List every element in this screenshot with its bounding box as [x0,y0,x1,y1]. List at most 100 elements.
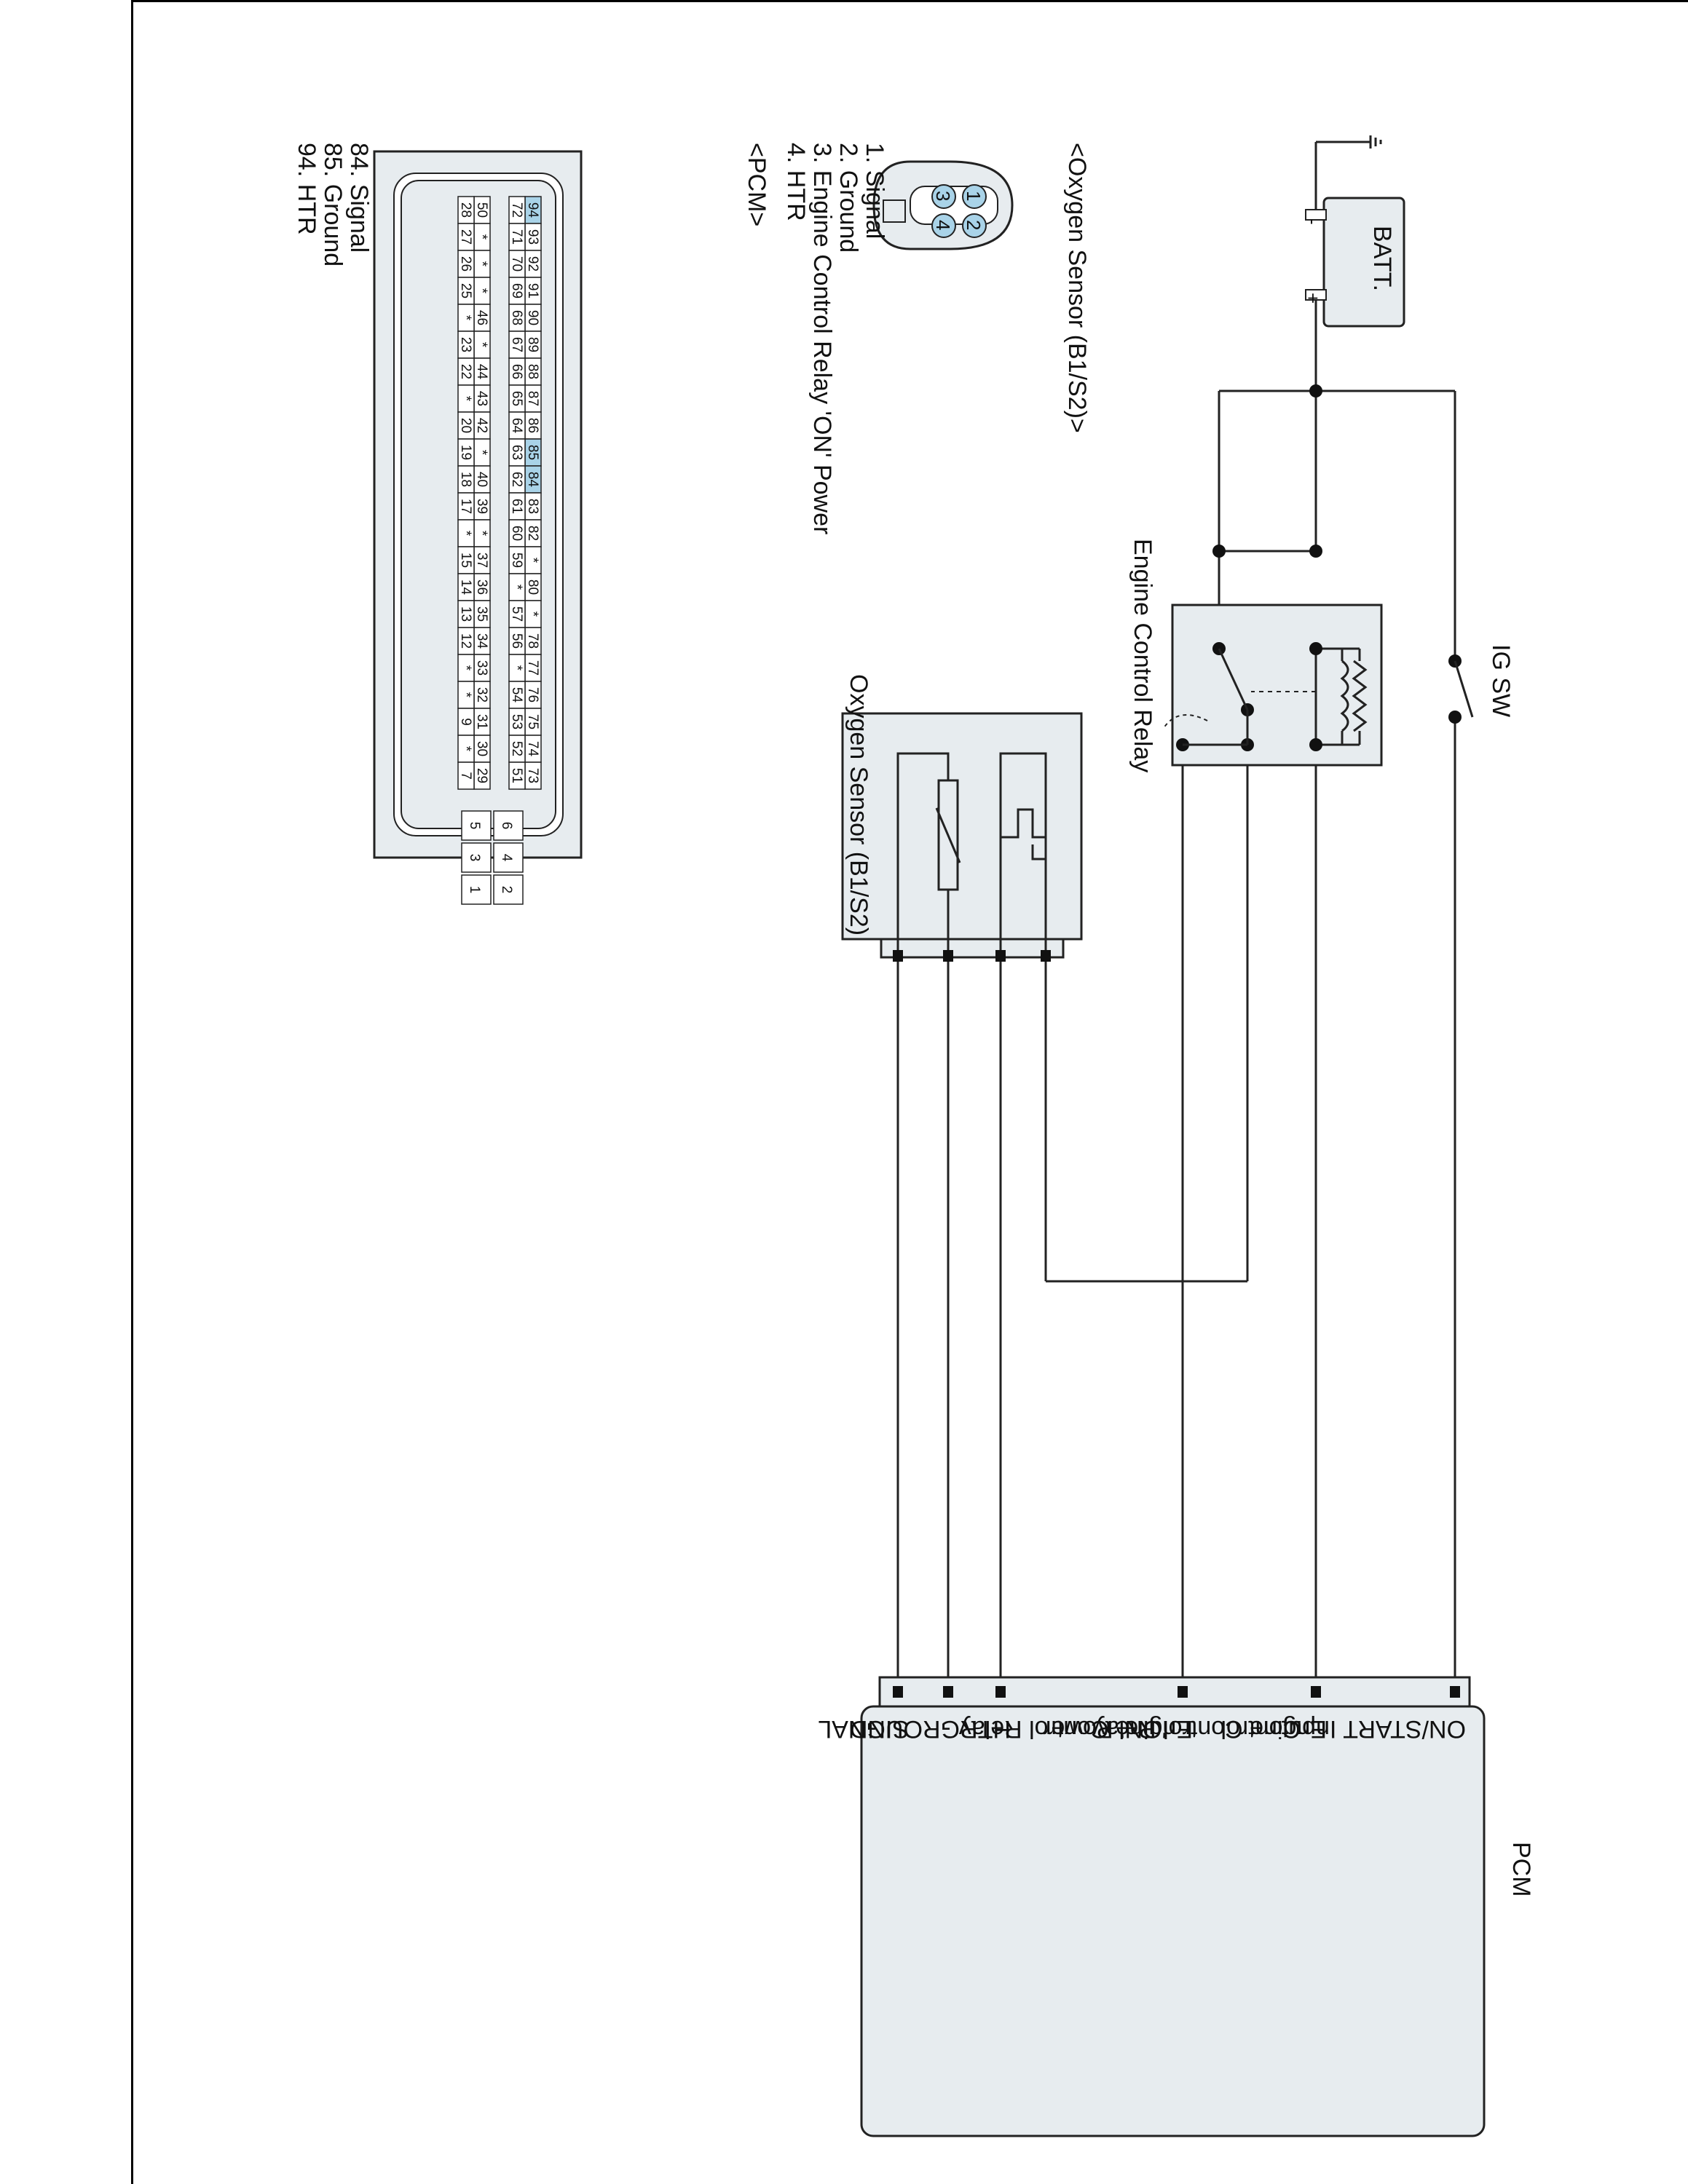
pcm-pin-label: 36 [474,579,489,595]
pcm-pin-label: * [458,396,473,402]
pcm-pin-label: 94 [525,202,540,218]
pcm-input-relay-on-2: 'ON' Power [1043,1715,1167,1743]
pcm-pin-label: 34 [474,633,489,649]
pcm-input-labels: ON/START Input Engine Control Relay Cont… [818,1715,1466,1743]
pcm-side-pin-cell [493,874,524,905]
pcm-pin-grid: 94939291908988878685848382*80*7877767574… [457,196,542,905]
junction-dot [1309,545,1322,558]
pcm-side-pin-label: 2 [499,886,514,894]
oxygen-legend-2: 2. Ground [835,143,862,253]
oxygen-legend-4: 4. HTR [782,143,810,221]
pcm-pin-label: * [458,531,473,537]
pcm-input-on-start: ON/START Input [1281,1715,1466,1743]
oxygen-legend-3: 3. Engine Control Relay 'ON' Power [808,143,836,534]
pcm-pin-label: * [474,450,489,456]
engine-control-relay: Engine Control Relay [1129,539,1383,772]
battery-label: BATT. [1368,226,1396,291]
pcm-label: PCM [1507,1842,1535,1897]
pcm-pin-cell [508,761,526,790]
pcm-side-pin-label: 6 [499,822,514,830]
pcm-legend-85: 85. Ground [319,143,347,266]
pcm-side-pin-cell [461,842,492,873]
pcm-side-pin-label: 5 [467,822,482,830]
battery: BATT. - + [1302,135,1405,328]
relay-label: Engine Control Relay [1129,539,1156,772]
pcm-pin-label: 23 [458,337,473,352]
oxygen-pin-2: 2 [963,220,985,230]
pcm-pin-label: 85 [525,445,540,460]
oxygen-pin-legend: 1. Signal 2. Ground 3. Engine Control Re… [782,143,888,534]
pcm-pin-label: 18 [458,472,473,487]
pcm-pin-label: 87 [525,391,540,406]
pcm-pin-label: 7 [458,772,473,780]
pcm-pin-label: 33 [474,660,489,676]
pcm-pin-label: 19 [458,445,473,460]
pcm-pin-label: 61 [509,499,524,514]
pcm-input-relay-control-1: Engine Control Relay [1093,1715,1327,1743]
pcm-pin-label: 53 [509,714,524,729]
oxygen-connector-pins: 1 2 3 4 [931,184,987,238]
pcm-connector-legend: 84. Signal 85. Ground 94. HTR [293,143,373,266]
pcm-legend-84: 84. Signal [345,143,373,253]
pcm-pin-label: 51 [509,768,524,783]
pcm-pin-label: 84 [525,472,540,488]
battery-neg-mark: - [1302,218,1324,225]
pcm-pin-label: 57 [509,606,524,622]
pcm-input-signal: SIGNAL [818,1715,909,1743]
pcm-pin-label: 60 [509,526,524,541]
junction-dots [1212,384,1322,558]
ground-symbol [1358,135,1382,149]
pcm-pin-label: 50 [474,202,489,218]
oxygen-connector: <Oxygen Sensor (B1/S2)> 1 2 3 4 1. Signa… [782,143,1091,534]
junction-dot [1212,545,1226,558]
pcm-input-ground: GROUND [850,1715,960,1743]
pcm-pin-label: 42 [474,418,489,433]
pcm-pin-label: 9 [458,718,473,726]
pcm-pin-label: 80 [525,579,540,595]
pcm-pin-label: 39 [474,499,489,514]
pcm-pin-label: 74 [525,741,540,757]
pcm-connector-title: <PCM> [743,143,770,226]
pcm-pin-label: * [509,585,524,590]
ig-switch-label: IG SW [1487,644,1515,717]
pcm-pin-label: 67 [509,337,524,352]
pcm-pin-label: 14 [458,579,473,596]
pcm-pin-label: 71 [509,229,524,245]
pcm-pin-label: 64 [509,418,524,434]
pcm-pin-label: 54 [509,687,524,703]
pcm-pin-label: 56 [509,633,524,649]
pcm-pin-label: 37 [474,553,489,568]
pcm-pin-label: 92 [525,256,540,272]
pcm-pin-label: 46 [474,310,489,325]
pcm-pin-label: 52 [509,741,524,756]
pcm-pin-label: * [525,612,540,617]
wires [896,141,1456,1690]
pcm-pin-label: 88 [525,364,540,379]
pcm-pin-label: 59 [509,553,524,568]
pcm-pin-label: 66 [509,364,524,379]
pcm-pin-label: * [509,665,524,671]
pcm-pin-label: 17 [458,499,473,514]
pcm-pin-label: 12 [458,633,473,649]
pcm-pin-label: * [525,558,540,563]
pcm-pin-label: 76 [525,687,540,703]
pcm-pin-label: 63 [509,445,524,460]
pcm-pin-label: 69 [509,283,524,298]
pcm-pin-label: 62 [509,472,524,487]
oxygen-pin-4: 4 [932,220,954,230]
pcm-pin-label: 77 [525,660,540,676]
pcm-pin-label: 78 [525,633,540,649]
pcm-pin-label: 70 [509,256,524,272]
pcm-legend-94: 94. HTR [293,143,320,235]
pcm-input-relay-control-2: Control [1220,1715,1301,1743]
pcm-pin-label: * [458,315,473,321]
pcm-pin-label: 91 [525,283,540,298]
pcm-pin-label: 32 [474,687,489,703]
pcm-pin-label: * [458,665,473,671]
pcm-pin-label: * [474,234,489,240]
oxygen-legend-1: 1. Signal [861,143,888,239]
pcm-pin-label: 68 [509,310,524,325]
oxygen-pin-3: 3 [932,191,954,201]
pcm-pin-label: * [474,261,489,267]
pcm-side-pin-cell [461,874,492,905]
